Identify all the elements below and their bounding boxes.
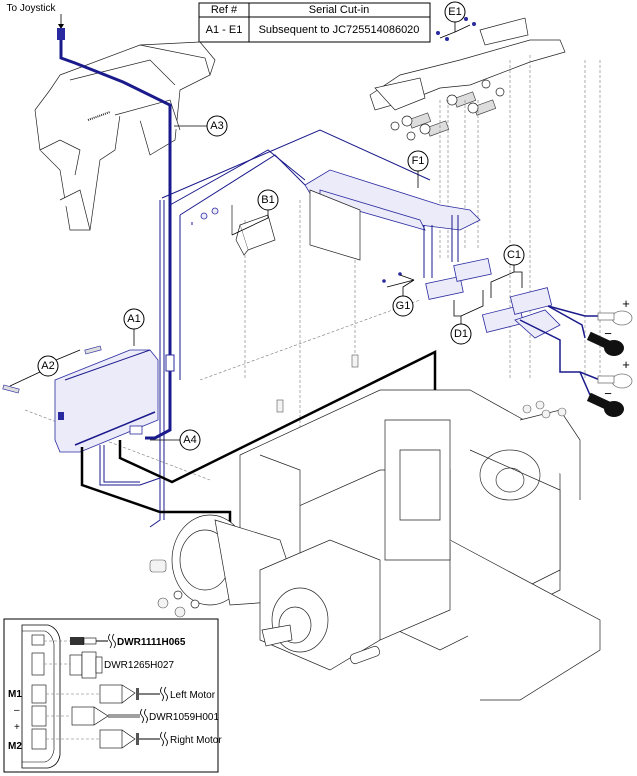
washer <box>495 87 505 97</box>
table-header-serial: Serial Cut-in <box>309 4 370 16</box>
callouts: E1 A3 F1 B1 C1 G1 D1 A1 A2 A4 <box>9 1 525 451</box>
battery-leads: + − + − <box>519 296 633 417</box>
callout-b1-label: B1 <box>261 194 274 206</box>
port-label-m1: M1 <box>8 689 22 700</box>
minus-sign: − <box>604 386 612 401</box>
port-power <box>31 705 47 727</box>
brackets <box>276 354 359 413</box>
port-label-m2: M2 <box>8 741 22 752</box>
cable-label: DWR1265H027 <box>104 660 174 671</box>
connector-d1 <box>423 215 492 300</box>
port-label-minus: – <box>14 705 20 716</box>
connector-inset: M1 – + M2 DWR1111H065 DWR1265H027 Left M… <box>3 618 222 773</box>
connector-a4 <box>129 425 143 435</box>
bolt <box>467 99 497 116</box>
chassis-frame <box>239 389 601 701</box>
table-header-ref: Ref # <box>211 4 238 16</box>
screw <box>472 22 476 26</box>
callout-f1-label: F1 <box>412 155 425 167</box>
washer <box>481 79 491 89</box>
table-cell-ref: A1 - E1 <box>206 24 243 36</box>
screw <box>382 279 386 283</box>
table-cell-serial: Subsequent to JC725514086020 <box>259 24 420 36</box>
washer <box>406 131 416 141</box>
ferrite-bead <box>165 354 175 372</box>
alignment-lines <box>24 55 601 481</box>
controller-a1 <box>54 349 159 453</box>
terminal-negative <box>586 331 624 356</box>
callout-a2[interactable] <box>37 355 59 377</box>
port-m2 <box>31 728 47 750</box>
drive-motor <box>149 514 381 671</box>
bolt <box>401 112 432 129</box>
screw <box>436 31 440 35</box>
callout-a3-label: A3 <box>210 120 223 132</box>
callout-a4-label: A4 <box>183 434 196 446</box>
motor-cable-left <box>80 447 232 525</box>
callout-a2-label: A2 <box>41 360 54 372</box>
motor-cable-right <box>118 349 437 484</box>
circuit-breaker-b1 <box>200 205 276 256</box>
bolt <box>446 91 477 108</box>
joystick-connector <box>57 28 65 40</box>
terminal-negative <box>586 392 624 417</box>
cable-label: Right Motor <box>170 735 222 746</box>
plus-sign: + <box>622 357 630 372</box>
port-label-plus: + <box>14 722 20 733</box>
shroud-cover <box>34 41 216 231</box>
callout-d1-label: D1 <box>454 328 468 340</box>
cable-label: DWR1111H065 <box>117 637 186 648</box>
to-joystick-label: To Joystick <box>7 3 57 14</box>
cable-dwr1111h065: DWR1111H065 <box>70 633 186 649</box>
top-mount-plate <box>369 17 566 141</box>
cable-dwr1265h027: DWR1265H027 <box>69 651 174 679</box>
screw <box>445 37 449 41</box>
minus-sign: − <box>604 326 612 341</box>
screw-a2 <box>2 384 20 394</box>
cable-label: Left Motor <box>170 690 216 701</box>
bolt <box>419 120 450 137</box>
plus-sign: + <box>622 296 630 311</box>
terminal-positive <box>597 310 633 326</box>
callout-a1-label: A1 <box>127 313 140 325</box>
callout-c1-label: C1 <box>507 249 521 261</box>
callout-g1-label: G1 <box>396 300 411 312</box>
cable-dwr1059h001: DWR1059H001 <box>71 706 219 726</box>
washer <box>390 121 400 131</box>
callout-e1-label: E1 <box>448 6 461 18</box>
port-joystick <box>31 634 45 646</box>
connector-c1 <box>481 287 561 339</box>
cable-label: DWR1059H001 <box>149 712 219 723</box>
port-m1 <box>31 684 47 704</box>
cable-right-motor: Right Motor <box>99 729 222 749</box>
battery-harness-frame <box>161 129 431 380</box>
screw-a2 <box>84 345 102 355</box>
screw <box>464 17 468 21</box>
battery-tray-f1 <box>304 169 481 261</box>
terminal-positive <box>597 373 633 389</box>
arrow-head <box>58 24 64 29</box>
serial-table: Ref # Serial Cut-in A1 - E1 Subsequent t… <box>198 2 431 43</box>
port-battery <box>31 652 45 676</box>
cable-left-motor: Left Motor <box>99 684 216 704</box>
